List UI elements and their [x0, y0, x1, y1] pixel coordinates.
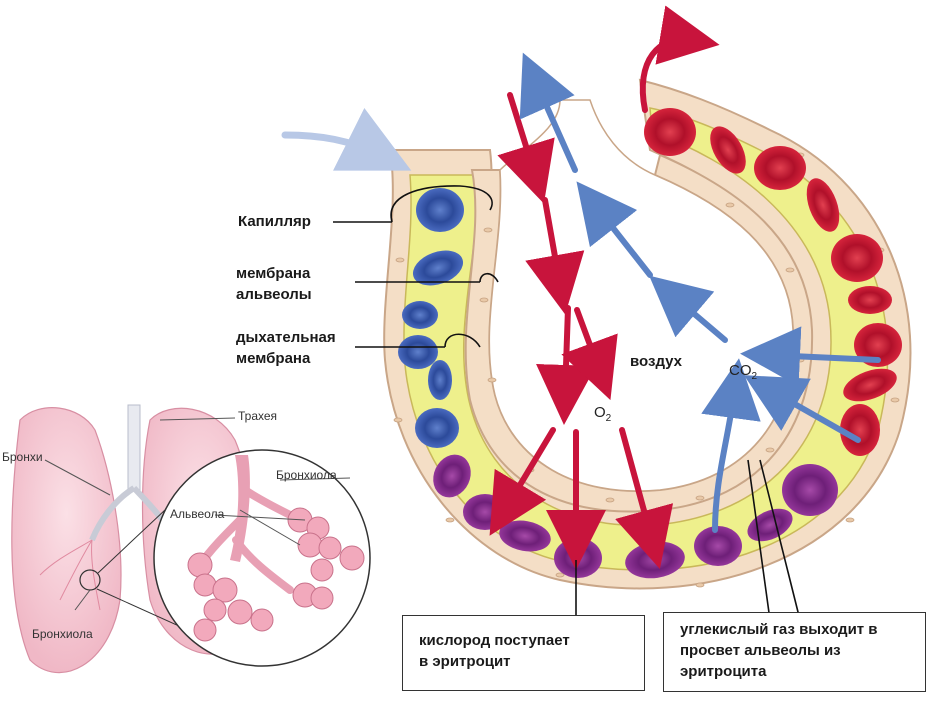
- inset-label-bronchiole-bottom: Бронхиола: [32, 627, 93, 641]
- label-respiratory-membrane-line1: дыхательная: [236, 329, 336, 346]
- inset-label-bronchiole-top: Бронхиола: [276, 468, 337, 482]
- co2-callout-line3: эритроцита: [680, 663, 767, 680]
- lungs-inset: [11, 404, 371, 674]
- label-co2-main: CO: [729, 362, 752, 379]
- oxygen-callout-line2: в эритроцит: [419, 653, 511, 670]
- rbc-deoxygenated-group: [398, 188, 464, 448]
- rbc-oxygenated-group: [644, 108, 902, 456]
- label-alveolar-membrane-line2: альвеолы: [236, 286, 312, 303]
- label-co2: CO2: [729, 362, 757, 382]
- co2-arrows: [519, 52, 881, 533]
- oxygen-callout-line1: кислород поступает: [419, 632, 570, 649]
- inset-label-trachea: Трахея: [238, 409, 278, 423]
- co2-callout-line2: просвет альвеолы из: [680, 642, 841, 659]
- label-alveolar-membrane-line1: мембрана: [236, 265, 311, 282]
- label-capillary: Капилляр: [238, 213, 311, 230]
- oxygen-callout-box: кислород поступает в эритроцит: [402, 615, 645, 691]
- oxygen-arrows: [489, 5, 720, 570]
- inset-label-alveola: Альвеола: [170, 507, 225, 521]
- label-o2: O2: [594, 404, 611, 424]
- label-o2-sub: 2: [605, 413, 612, 424]
- inset-label-bronchi: Бронхи: [2, 450, 43, 464]
- airflow-in-arrow: [281, 108, 412, 171]
- label-air: воздух: [630, 353, 683, 370]
- co2-callout-line1: углекислый газ выходит в: [680, 621, 878, 638]
- co2-callout-box: углекислый газ выходит в просвет альвеол…: [663, 612, 926, 692]
- label-respiratory-membrane-line2: мембрана: [236, 350, 311, 367]
- label-co2-sub: 2: [751, 371, 758, 382]
- label-leaders: [333, 185, 801, 621]
- label-o2-main: O: [594, 404, 606, 421]
